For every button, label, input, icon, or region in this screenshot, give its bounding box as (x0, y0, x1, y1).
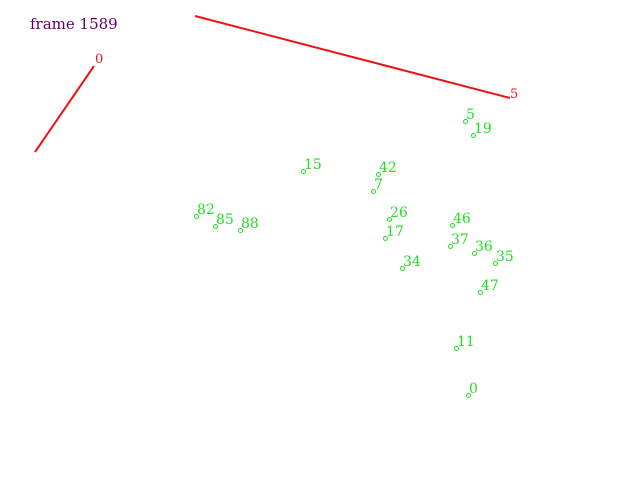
point-marker (466, 393, 471, 398)
point-marker (213, 224, 218, 229)
point-label: 82 (197, 202, 215, 218)
point-marker (471, 133, 476, 138)
point-label: 36 (475, 239, 493, 255)
point-marker (448, 244, 453, 249)
point-marker (454, 346, 459, 351)
point-label: 47 (481, 278, 499, 294)
point-label: 35 (496, 249, 514, 265)
point-label: 37 (451, 232, 469, 248)
point-label: 11 (457, 334, 475, 350)
point-label: 17 (386, 224, 404, 240)
point-marker (472, 251, 477, 256)
point-marker (493, 261, 498, 266)
point-label: 46 (453, 211, 471, 227)
point-label: 34 (403, 254, 421, 270)
point-label: 19 (474, 121, 492, 137)
frame-title: frame 1589 (30, 15, 118, 33)
track-line-0 (34, 65, 95, 153)
point-marker (301, 169, 306, 174)
point-label: 7 (374, 177, 383, 193)
point-label: 85 (216, 212, 234, 228)
point-label: 5 (466, 107, 475, 123)
point-marker (238, 228, 243, 233)
point-marker (194, 214, 199, 219)
track-line-label: 5 (510, 87, 519, 102)
point-marker (463, 119, 468, 124)
point-marker (376, 172, 381, 177)
track-line-5 (194, 15, 511, 99)
point-label: 88 (241, 216, 259, 232)
point-marker (478, 290, 483, 295)
point-label: 15 (304, 157, 322, 173)
track-line-label: 0 (95, 52, 104, 67)
point-marker (450, 223, 455, 228)
point-marker (383, 236, 388, 241)
point-label: 42 (379, 160, 397, 176)
point-marker (387, 217, 392, 222)
point-label: 0 (469, 381, 478, 397)
point-marker (371, 189, 376, 194)
point-label: 26 (390, 205, 408, 221)
point-marker (400, 266, 405, 271)
